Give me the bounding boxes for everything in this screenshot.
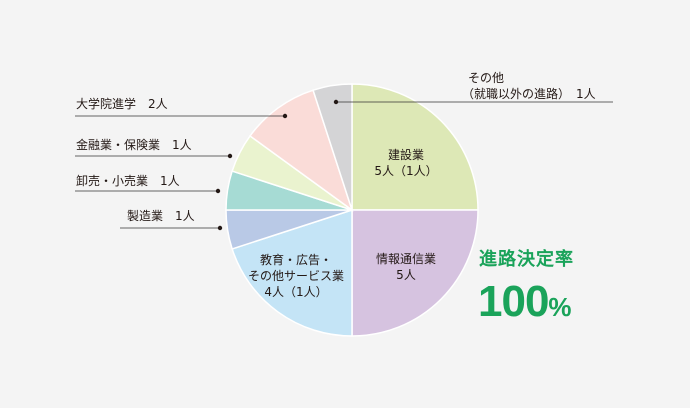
pie-slice [351,83,479,211]
label-other-2: （就職以外の進路） 1人 [462,87,596,101]
rate-number: 100 [478,277,549,326]
slice-label-construction: 建設業 5人（1人） [374,147,437,179]
label-name: 情報通信業 [375,252,437,266]
pie-slice [312,83,353,211]
leader-dot [333,99,339,105]
slice-label-it: 情報通信業 5人 [376,251,436,283]
label-finance: 金融業・保険業 1人 [76,138,192,152]
label-name: 教育・広告・ その他サービス業 [247,253,345,283]
rate-unit: % [548,292,571,322]
rate-title: 進路決定率 [479,249,574,270]
label-value: 5人 [396,268,416,282]
label-name: 建設業 [387,148,424,162]
slice-label-education: 教育・広告・ その他サービス業 4人（1人） [248,252,344,300]
label-graduate: 大学院進学 2人 [76,97,168,111]
pie-slice [231,208,353,337]
label-value: 5人（1人） [374,164,438,178]
label-value: 4人（1人） [264,285,328,299]
pie-slice [249,89,354,212]
pie-slice [351,209,479,337]
leader-dot [217,225,223,231]
leader-dot [227,153,233,159]
label-manufacturing: 製造業 1人 [127,209,195,223]
label-wholesale: 卸売・小売業 1人 [76,174,180,188]
label-other-1: その他 [468,71,505,85]
leader-dot [282,113,288,119]
rate-value: 100% [478,277,572,327]
leader-dot [215,188,221,194]
